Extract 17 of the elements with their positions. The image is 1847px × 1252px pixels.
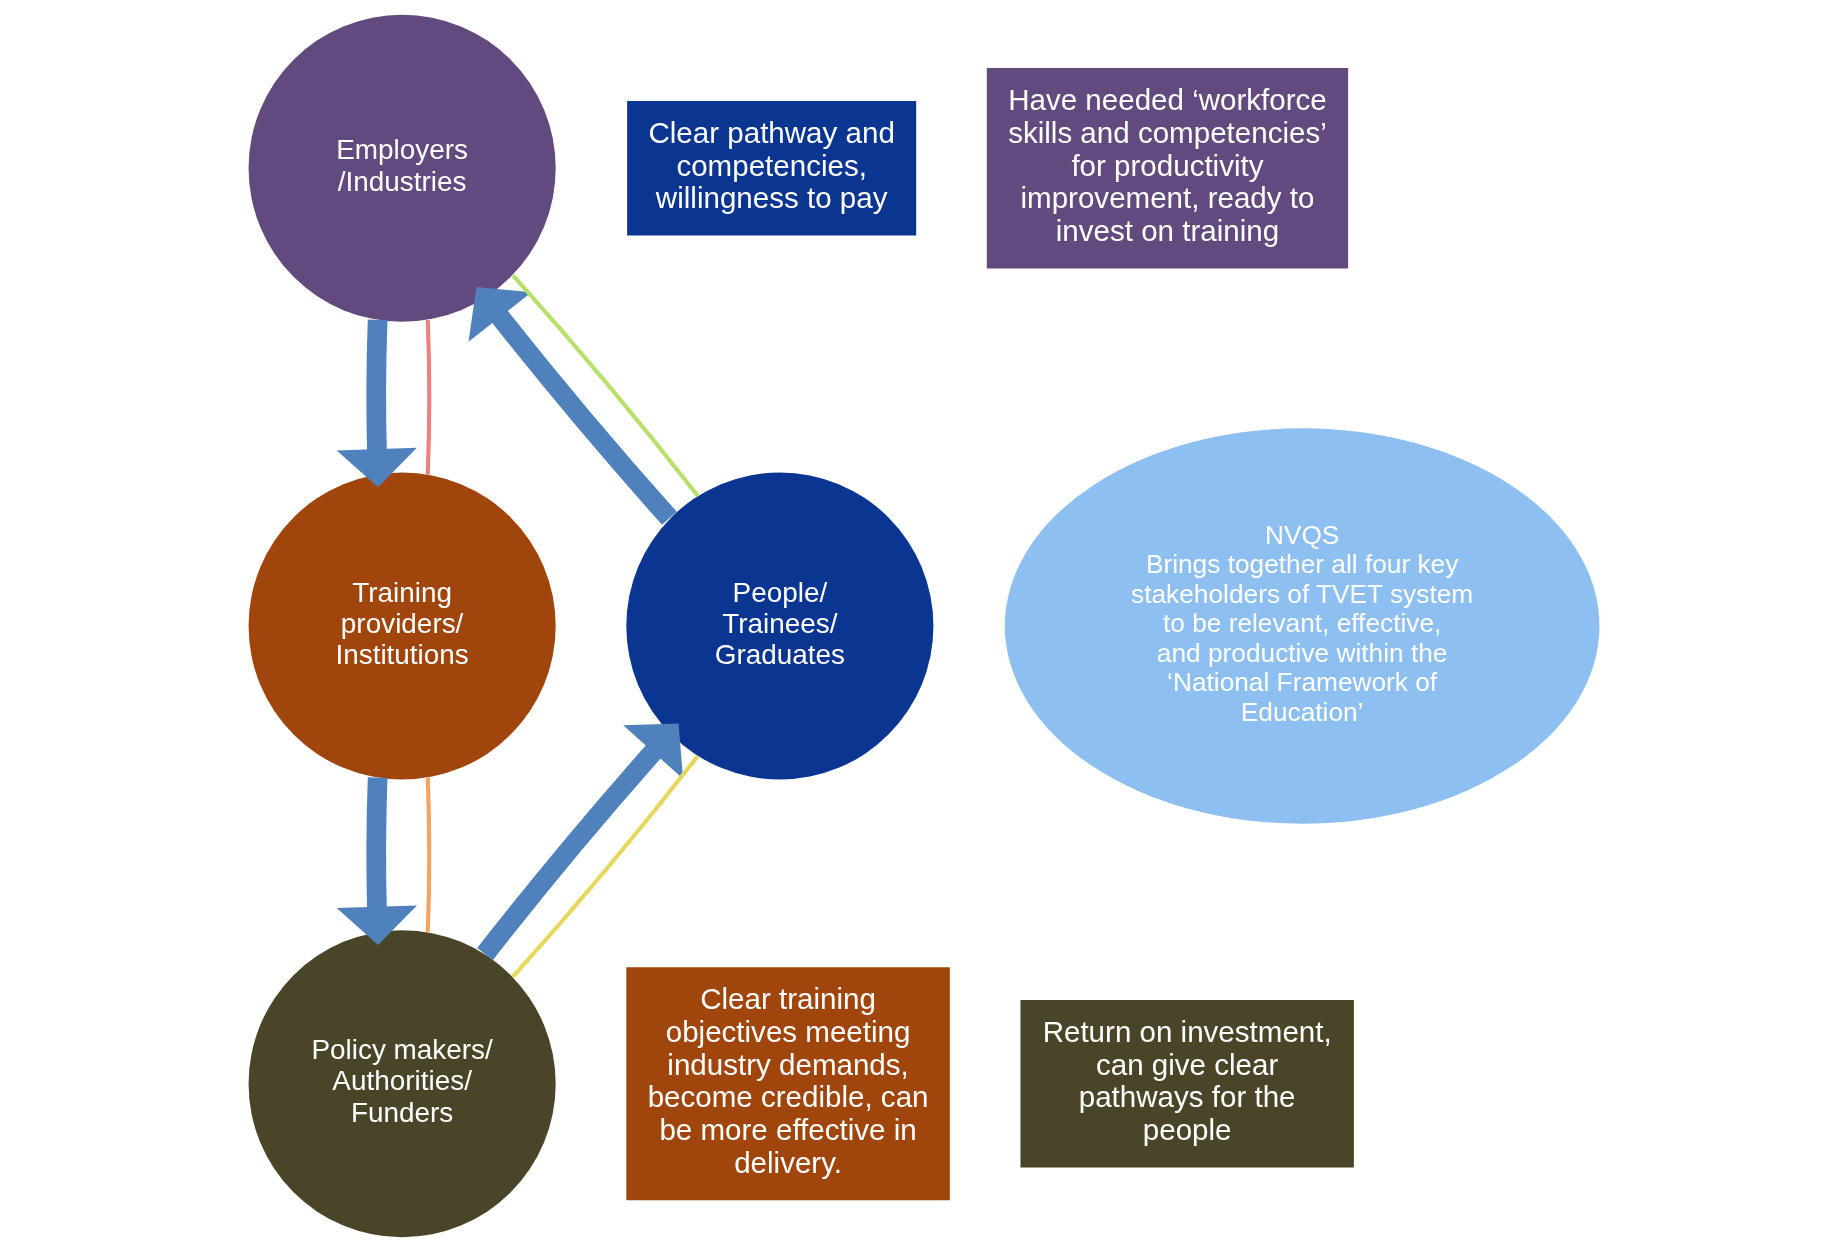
arrow [476, 723, 683, 961]
node-box: Have needed ‘workforce skills and competencies’ for productivity improvement, ready to invest on training [986, 68, 1348, 269]
arrow [336, 777, 417, 945]
node-box: Return on investment, can give clear pathways for the people [1019, 1000, 1354, 1168]
connector [511, 273, 699, 498]
connector [425, 777, 431, 933]
node-box: Clear training objectives meeting industry demands, become credible, can be more effective in delivery. [625, 967, 950, 1201]
node-box: Clear pathway and competencies, willingness to pay [626, 100, 916, 236]
connector [425, 319, 431, 475]
arrow [467, 287, 677, 525]
node-circle: Policy makers/ Authorities/ Funders [248, 930, 556, 1238]
node-circle: Employers /Industries [248, 14, 556, 322]
node-circle: Training providers/ Institutions [248, 472, 556, 780]
connector [510, 754, 699, 979]
arrow [336, 319, 417, 488]
node-ellipse: NVQS Brings together all four key stakeholders of TVET system to be relevant, effective, and productive within the ‘National Framework of Education’ [1004, 428, 1599, 824]
node-circle: People/ Trainees/ Graduates [625, 472, 933, 780]
